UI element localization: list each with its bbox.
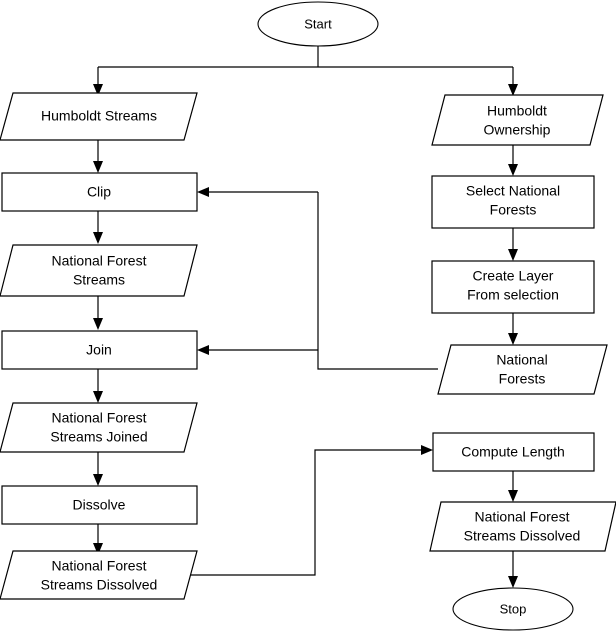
edge-national-forests-feedback-bus [317,192,438,370]
arrowhead-nf-streams [93,232,103,244]
start-label: Start [304,16,332,31]
clip-label: Clip [87,184,111,200]
arrowhead-dissolve [93,474,103,486]
national-forest-streams-label-line2: Streams [73,272,125,288]
arrowhead-join-feedback [197,345,209,355]
stop-label: Stop [500,601,527,616]
arrowhead-national-forests [508,333,518,345]
nf-streams-joined-label-line1: National Forest [52,410,147,426]
node-national-forest-streams-joined[interactable]: National Forest Streams Joined [0,402,198,453]
node-humboldt-ownership[interactable]: Humboldt Ownership [431,94,604,146]
arrowhead-compute-length [421,445,433,455]
arrowhead-clip [93,161,103,173]
nf-streams-dissolved-right-label-line2: Streams Dissolved [464,528,581,544]
node-humboldt-streams[interactable]: Humboldt Streams [0,92,198,141]
arrowhead-stop [508,576,518,588]
create-layer-label-line2: From selection [467,287,559,303]
national-forests-parallelogram [437,344,608,395]
nf-streams-dissolved-right-parallelogram [429,501,616,552]
humboldt-streams-parallelogram [0,92,198,141]
arrowhead-humboldt-ownership [508,84,518,96]
edge-nf-streams-dissolved-to-compute-length [190,449,425,576]
start-ellipse [257,1,379,47]
compute-length-rect [432,432,595,472]
node-start[interactable]: Start [257,1,379,47]
join-label: Join [86,342,112,358]
connector-layer [93,46,518,588]
select-national-forests-label-line1: Select National [466,183,560,199]
node-create-layer-from-selection[interactable]: Create Layer From selection [431,260,595,314]
dissolve-rect [1,485,198,525]
node-national-forest-streams-dissolved-left[interactable]: National Forest Streams Dissolved [0,550,198,600]
humboldt-ownership-label-line1: Humboldt [487,103,547,119]
select-national-forests-rect [431,175,595,229]
nf-streams-dissolved-left-parallelogram [0,550,198,600]
compute-length-label: Compute Length [461,444,565,460]
arrowhead-select-national-forests [508,164,518,176]
nf-streams-dissolved-left-label-line2: Streams Dissolved [41,577,158,593]
arrowhead-humboldt-streams [93,84,103,96]
create-layer-rect [431,260,595,314]
select-national-forests-label-line2: Forests [490,202,537,218]
humboldt-streams-label: Humboldt Streams [41,108,157,124]
national-forest-streams-joined-parallelogram [0,402,198,453]
node-select-national-forests[interactable]: Select National Forests [431,175,595,229]
national-forest-streams-label-line1: National Forest [52,253,147,269]
node-dissolve[interactable]: Dissolve [1,485,198,525]
join-rect [1,330,198,370]
nf-streams-joined-label-line2: Streams Joined [50,429,147,445]
nf-streams-dissolved-right-label-line1: National Forest [475,509,570,525]
national-forests-label-line1: National [496,352,547,368]
node-stop[interactable]: Stop [452,587,574,631]
arrowhead-nf-streams-joined [93,391,103,403]
node-clip[interactable]: Clip [1,172,198,212]
node-national-forest-streams-dissolved-right[interactable]: National Forest Streams Dissolved [429,501,616,552]
humboldt-ownership-parallelogram [431,94,604,146]
create-layer-label-line1: Create Layer [473,268,554,284]
clip-rect [1,172,198,212]
humboldt-ownership-label-line2: Ownership [484,122,551,138]
national-forests-label-line2: Forests [499,371,546,387]
arrowhead-nf-streams-dissolved-right [508,490,518,502]
arrowhead-join [93,318,103,330]
node-national-forests[interactable]: National Forests [437,344,608,395]
nf-streams-dissolved-left-label-line1: National Forest [52,558,147,574]
node-compute-length[interactable]: Compute Length [432,432,595,472]
arrowhead-nf-streams-dissolved-left [93,543,103,555]
dissolve-label: Dissolve [73,497,126,513]
node-national-forest-streams[interactable]: National Forest Streams [0,244,198,297]
stop-ellipse [452,587,574,631]
node-join[interactable]: Join [1,330,198,370]
arrowhead-create-layer [508,249,518,261]
arrowhead-clip-feedback [197,187,209,197]
national-forest-streams-parallelogram [0,244,198,297]
